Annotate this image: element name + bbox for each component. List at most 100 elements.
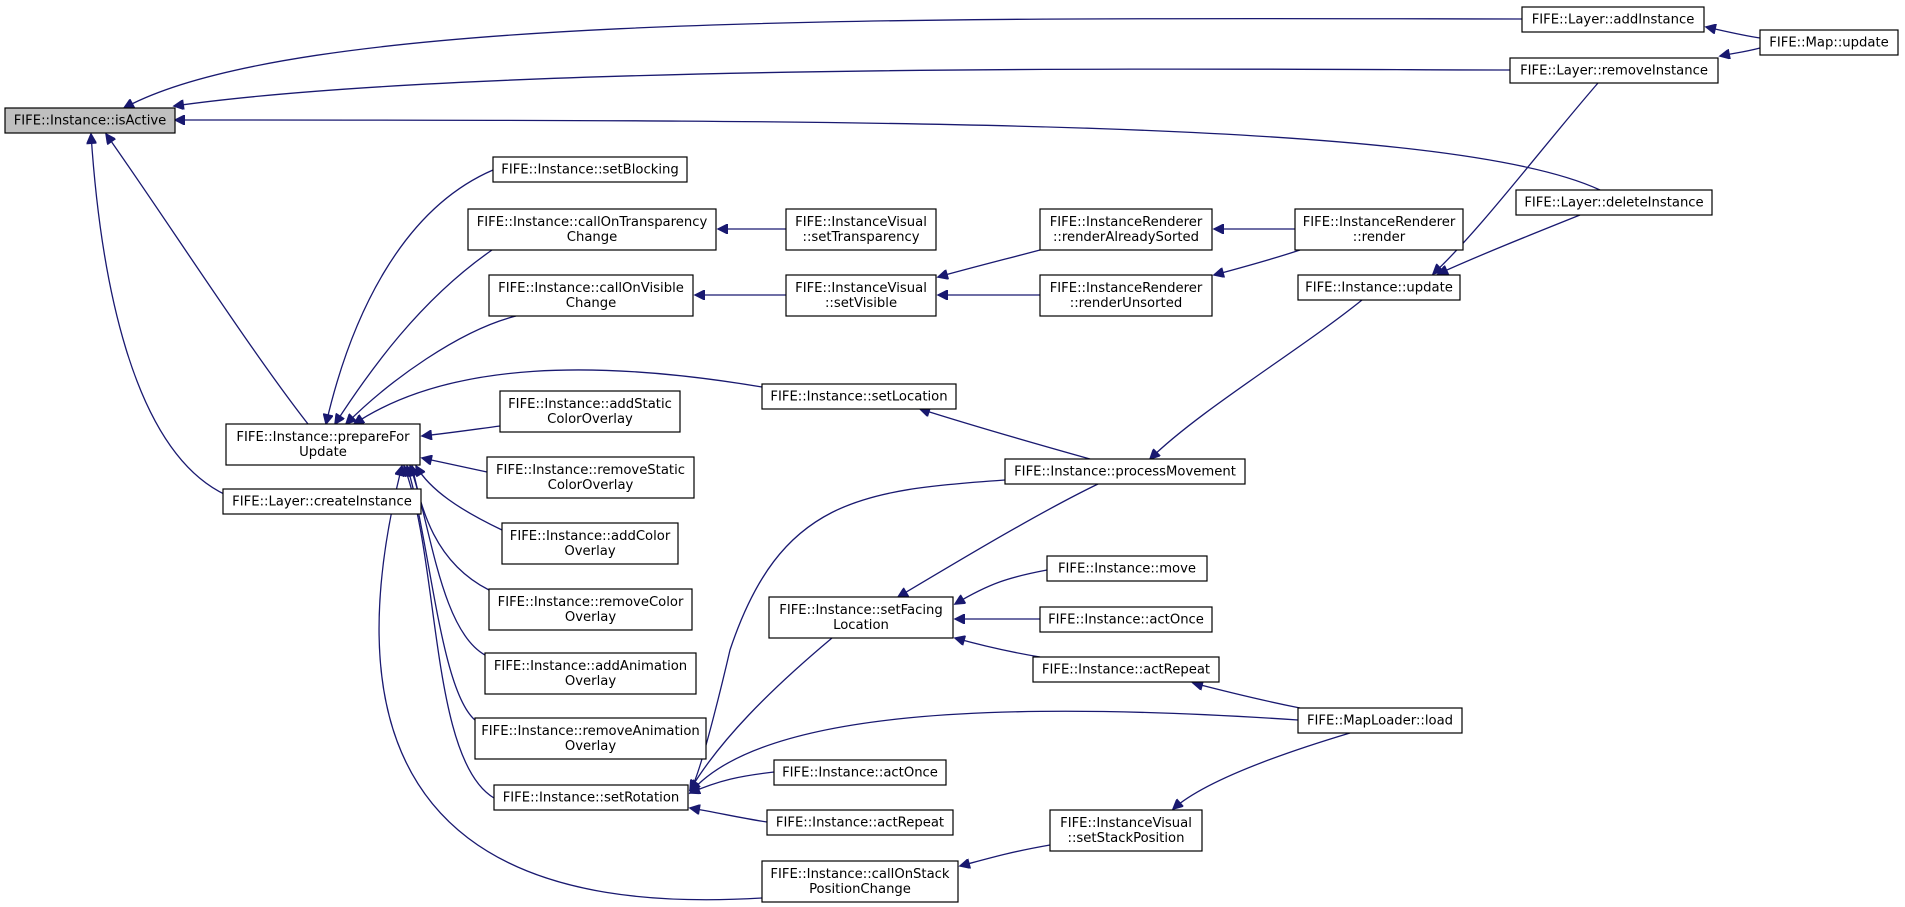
node-label: FIFE::Instance::removeColor [498, 595, 684, 610]
node-box[interactable] [1759, 29, 1899, 56]
node-setTransparency[interactable]: FIFE::InstanceVisual::setTransparency [785, 208, 937, 251]
node-label: FIFE::InstanceRenderer [1050, 281, 1203, 296]
node-createInstance[interactable]: FIFE::Layer::createInstance [222, 488, 422, 515]
node-label: FIFE::InstanceVisual [795, 215, 927, 230]
node-move[interactable]: FIFE::Instance::move [1046, 555, 1208, 582]
node-box[interactable] [1039, 606, 1213, 633]
node-box[interactable] [499, 390, 681, 433]
node-removeInstance[interactable]: FIFE::Layer::removeInstance [1509, 57, 1719, 84]
nodes-layer: FIFE::Instance::isActive FIFE::Layer::add… [4, 6, 1899, 903]
node-box[interactable] [222, 488, 422, 515]
node-box[interactable] [225, 423, 421, 466]
node-setStackPosition[interactable]: FIFE::InstanceVisual::setStackPosition [1049, 809, 1203, 852]
node-actRepeatB[interactable]: FIFE::Instance::actRepeat [766, 809, 954, 836]
node-callOnStackPositionChange[interactable]: FIFE::Instance::callOnStackPositionChang… [761, 860, 959, 903]
edge-removeInstance-to-isActive [174, 68, 1511, 106]
node-renderAlreadySorted[interactable]: FIFE::InstanceRenderer::renderAlreadySor… [1039, 208, 1213, 251]
node-box[interactable] [773, 759, 947, 786]
node-processMovement[interactable]: FIFE::Instance::processMovement [1004, 458, 1246, 485]
node-box[interactable] [1004, 458, 1246, 485]
node-label: FIFE::Instance::isActive [14, 114, 167, 129]
edge-addStaticColorOverlay-to-prepareForUpdate [422, 425, 501, 436]
node-actOnceB[interactable]: FIFE::Instance::actOnce [773, 759, 947, 786]
node-box[interactable] [467, 208, 717, 251]
node-setVisible[interactable]: FIFE::InstanceVisual::setVisible [785, 274, 937, 317]
node-deleteInstance[interactable]: FIFE::Layer::deleteInstance [1515, 189, 1713, 216]
node-label: Update [299, 445, 347, 460]
node-label: ::setVisible [825, 296, 897, 311]
node-box[interactable] [484, 652, 697, 695]
node-label: FIFE::Layer::addInstance [1532, 13, 1695, 28]
node-actRepeatA[interactable]: FIFE::Instance::actRepeat [1032, 656, 1220, 683]
node-box[interactable] [501, 522, 679, 565]
edge-actRepeatA-to-setFacingLocation [955, 638, 1041, 658]
node-box[interactable] [785, 208, 937, 251]
node-label: FIFE::Map::update [1769, 36, 1888, 51]
node-box[interactable] [488, 588, 693, 631]
node-setBlocking[interactable]: FIFE::Instance::setBlocking [492, 156, 688, 183]
edge-prepareForUpdate-to-isActive [106, 134, 309, 425]
node-label: FIFE::Layer::deleteInstance [1524, 196, 1703, 211]
node-box[interactable] [4, 107, 176, 134]
node-label: FIFE::Instance::prepareFor [236, 430, 410, 445]
node-box[interactable] [1297, 707, 1463, 734]
node-box[interactable] [1521, 6, 1705, 33]
node-box[interactable] [1297, 274, 1461, 301]
node-box[interactable] [493, 784, 689, 811]
node-label: PositionChange [809, 882, 911, 897]
node-box[interactable] [486, 456, 695, 499]
node-box[interactable] [1509, 57, 1719, 84]
edge-actRepeatB-to-setRotation [690, 808, 768, 823]
node-instanceUpdate[interactable]: FIFE::Instance::update [1297, 274, 1461, 301]
node-box[interactable] [761, 860, 959, 903]
node-label: Overlay [564, 544, 615, 559]
edge-actOnceB-to-setRotation [690, 771, 775, 793]
node-mapUpdate[interactable]: FIFE::Map::update [1759, 29, 1899, 56]
node-box[interactable] [766, 809, 954, 836]
node-box[interactable] [492, 156, 688, 183]
edge-processMovement-to-setLocation [920, 409, 1091, 460]
node-mapLoaderLoad[interactable]: FIFE::MapLoader::load [1297, 707, 1463, 734]
edge-render-to-renderUnsorted [1214, 249, 1301, 275]
edge-callOnVisibleChange-to-prepareForUpdate [346, 315, 517, 424]
node-label: Overlay [565, 739, 616, 754]
node-label: FIFE::Instance::actRepeat [1042, 663, 1210, 678]
node-render[interactable]: FIFE::InstanceRenderer::render [1294, 208, 1464, 251]
node-label: Change [567, 230, 618, 245]
node-box[interactable] [768, 596, 954, 639]
edge-mapUpdate-to-removeInstance [1720, 47, 1761, 56]
node-setLocation[interactable]: FIFE::Instance::setLocation [761, 383, 957, 410]
node-box[interactable] [785, 274, 937, 317]
node-addInstance[interactable]: FIFE::Layer::addInstance [1521, 6, 1705, 33]
node-setRotation[interactable]: FIFE::Instance::setRotation [493, 784, 689, 811]
node-box[interactable] [1515, 189, 1713, 216]
node-box[interactable] [1032, 656, 1220, 683]
node-box[interactable] [761, 383, 957, 410]
node-box[interactable] [1049, 809, 1203, 852]
node-box[interactable] [1294, 208, 1464, 251]
node-renderUnsorted[interactable]: FIFE::InstanceRenderer::renderUnsorted [1039, 274, 1213, 317]
node-box[interactable] [488, 274, 694, 317]
node-label: FIFE::Instance::removeStatic [496, 463, 685, 478]
node-actOnceA[interactable]: FIFE::Instance::actOnce [1039, 606, 1213, 633]
node-box[interactable] [1046, 555, 1208, 582]
node-label: FIFE::Layer::createInstance [232, 495, 412, 510]
node-isActive[interactable]: FIFE::Instance::isActive [4, 107, 176, 134]
edge-callOnTransparencyChange-to-prepareForUpdate [335, 249, 493, 424]
node-box[interactable] [474, 717, 707, 760]
edge-mapLoaderLoad-to-setStackPosition [1173, 732, 1351, 809]
node-box[interactable] [1039, 208, 1213, 251]
node-box[interactable] [1039, 274, 1213, 317]
node-label: FIFE::Instance::setBlocking [501, 163, 678, 178]
